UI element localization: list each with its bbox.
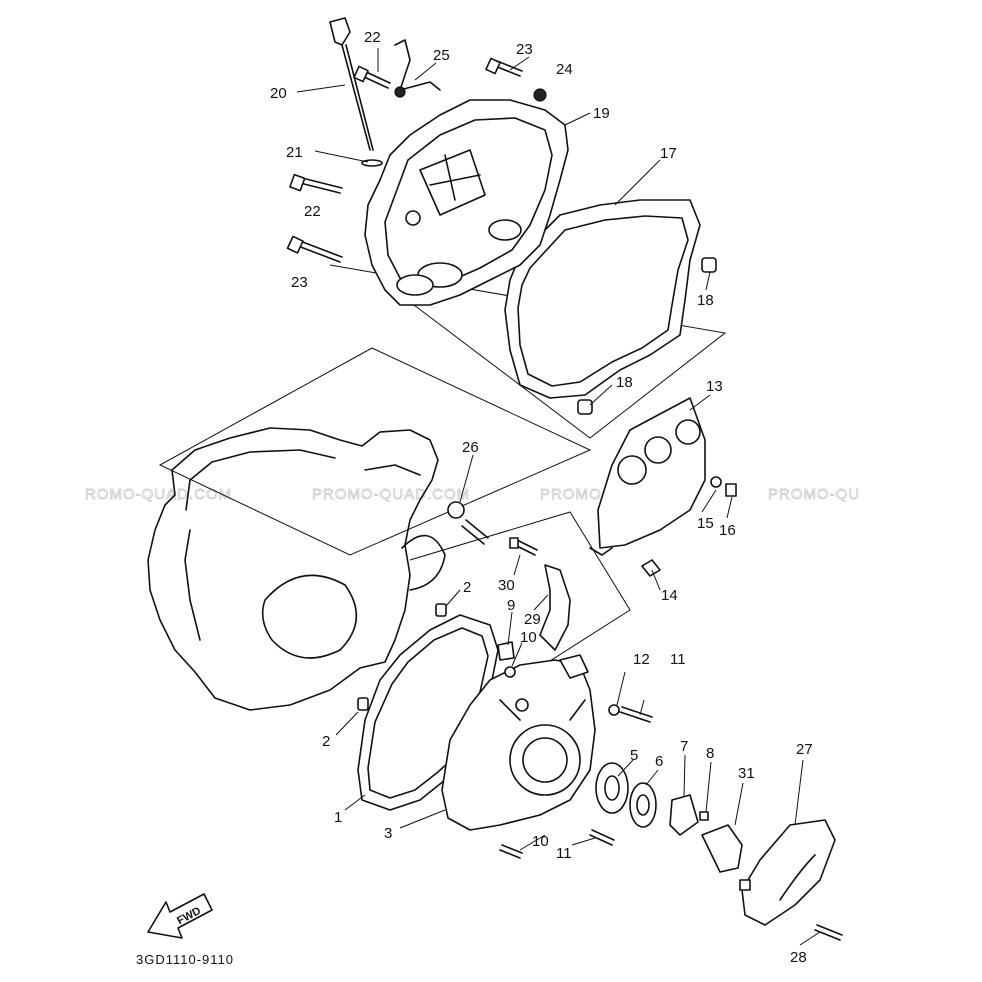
callout-7: 8 bbox=[706, 745, 714, 762]
callout-11a: 11 bbox=[670, 651, 686, 668]
callout-28: 28 bbox=[790, 949, 807, 966]
callout-23b: 23 bbox=[291, 274, 308, 291]
callout-1: 1 bbox=[334, 809, 342, 826]
callout-30: 30 bbox=[498, 577, 515, 594]
clutch-cover-19 bbox=[364, 99, 569, 306]
callout-18b: 18 bbox=[616, 374, 633, 391]
engine-crankcase bbox=[147, 427, 446, 711]
callout-10: 10 bbox=[532, 833, 549, 850]
callout-29: 29 bbox=[524, 611, 541, 628]
watermark-1: ROMO-QUAD.COM bbox=[85, 486, 232, 503]
watermark-4: PROMO-QU bbox=[768, 486, 860, 503]
callout-22b: 22 bbox=[304, 203, 321, 220]
leader-lines bbox=[296, 48, 821, 946]
callout-25: 25 bbox=[433, 47, 450, 64]
upper-fasteners bbox=[286, 39, 547, 263]
callout-20: 20 bbox=[270, 85, 287, 102]
stator-plane bbox=[409, 511, 631, 681]
callout-13: 13 bbox=[706, 378, 723, 395]
callout-4: 5 bbox=[630, 747, 638, 764]
callout-26: 26 bbox=[462, 439, 479, 456]
bearing-seal-parts bbox=[499, 704, 843, 941]
small-parts-middle bbox=[357, 501, 571, 711]
dipstick-20 bbox=[329, 17, 383, 167]
crankcase-cover-3 bbox=[441, 654, 596, 831]
callout-labels: 20 21 22 22 23 23 24 25 19 17 18 18 13 2… bbox=[270, 29, 813, 966]
watermark-row: ROMO-QUAD.COM PROMO-QUAD.COM PROMO-QUAD.… bbox=[85, 486, 860, 504]
callout-23a: 23 bbox=[516, 41, 533, 58]
callout-3: 3 bbox=[384, 825, 392, 842]
callout-18a: 18 bbox=[697, 292, 714, 309]
callout-19: 19 bbox=[593, 105, 610, 122]
callout-16: 16 bbox=[719, 522, 736, 539]
callout-5: 6 bbox=[655, 753, 663, 770]
callout-11b: 11 bbox=[556, 845, 572, 862]
callout-22a: 22 bbox=[364, 29, 381, 46]
watermark-2: PROMO-QUAD.COM bbox=[312, 486, 470, 503]
callout-12: 12 bbox=[633, 651, 650, 668]
callout-15: 15 bbox=[697, 515, 714, 532]
cover-13 bbox=[589, 397, 737, 577]
dowel-pins-18 bbox=[577, 257, 717, 415]
callout-31: 31 bbox=[738, 765, 755, 782]
callout-2b: 2 bbox=[322, 733, 330, 750]
crankcase-plane bbox=[158, 347, 592, 556]
callout-17: 17 bbox=[660, 145, 677, 162]
drawing-code: 3GD1110-9110 bbox=[136, 952, 234, 967]
forward-arrow: FWD bbox=[147, 893, 213, 939]
callout-14: 14 bbox=[661, 587, 678, 604]
callout-27: 27 bbox=[796, 741, 813, 758]
callout-21: 21 bbox=[286, 144, 303, 161]
gasket-17 bbox=[504, 199, 701, 399]
callout-9: 10 bbox=[520, 629, 537, 646]
callout-8: 9 bbox=[507, 597, 515, 614]
callout-6: 7 bbox=[680, 738, 688, 755]
callout-2a: 2 bbox=[463, 579, 471, 596]
callout-24: 24 bbox=[556, 61, 573, 78]
